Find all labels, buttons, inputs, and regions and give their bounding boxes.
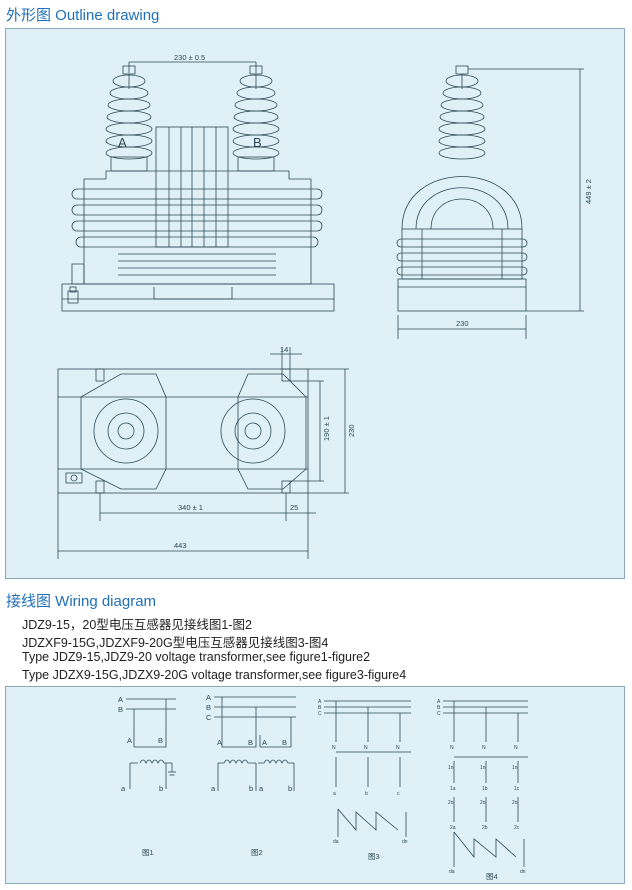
fig3-delta-da: da bbox=[333, 839, 339, 845]
wiring-desc-line-1: JDZ9-15，20型电压互感器见接线图1-图2 bbox=[22, 618, 252, 632]
fig3-n-1: N bbox=[332, 745, 336, 751]
outline-drawing-panel: 230 ± 0.5 A B 449 ± 2 230 14 190 ± 1 230… bbox=[5, 28, 625, 579]
wiring-desc-line-2: JDZXF9-15G,JDZXF9-20G型电压互感器见接线图3-图4 bbox=[22, 636, 329, 650]
fig4-lv1-top-3: 1n bbox=[512, 765, 518, 771]
fig2-hv-label-4: B bbox=[282, 738, 287, 747]
dim-side-width: 230 bbox=[456, 319, 469, 328]
fig4-lv2-bottom-2: 2b bbox=[482, 825, 488, 831]
fig4-lv1-bottom-1: 1a bbox=[450, 786, 456, 792]
fig3-caption: 图3 bbox=[368, 852, 380, 861]
fig1-caption: 图1 bbox=[142, 848, 154, 857]
wiring-diagram-panel: A B A B a b 图1 A B C A B A B a b a b 图2 … bbox=[5, 686, 625, 884]
fig1-lv-a: a bbox=[121, 784, 126, 793]
fig4-n-2: N bbox=[482, 745, 486, 751]
top-view bbox=[57, 347, 349, 559]
terminal-b-label: B bbox=[253, 135, 262, 150]
fig4-lv2-top-2: 2n bbox=[480, 800, 486, 806]
fig4-n-1: N bbox=[450, 745, 454, 751]
fig2-lv-label-1: a bbox=[211, 784, 216, 793]
wiring-desc-line-3: Type JDZ9-15,JDZ9-20 voltage transformer… bbox=[22, 650, 371, 664]
dim-edge-offset: 25 bbox=[290, 503, 298, 512]
front-view bbox=[61, 61, 335, 312]
wiring-heading: 接线图 Wiring diagram bbox=[6, 593, 157, 610]
fig2-lv-label-3: a bbox=[259, 784, 264, 793]
fig3-lv-a: a bbox=[333, 791, 336, 797]
figure-2 bbox=[214, 696, 296, 791]
fig4-lv2-bottom-3: 2c bbox=[514, 825, 520, 831]
left-bushing bbox=[105, 65, 153, 172]
dim-slot-width: 14 bbox=[280, 345, 288, 354]
fig1-hv-a: A bbox=[127, 736, 132, 745]
fig3-n-2: N bbox=[364, 745, 368, 751]
outline-drawing: 230 ± 0.5 A B 449 ± 2 230 14 190 ± 1 230… bbox=[57, 53, 593, 559]
fig4-n-3: N bbox=[514, 745, 518, 751]
fig4-bus-b: B bbox=[437, 705, 441, 711]
fig4-lv1-bottom-2: 1b bbox=[482, 786, 488, 792]
fig3-delta-dn: dn bbox=[402, 839, 408, 845]
fig4-bus-a: A bbox=[437, 699, 441, 705]
fig2-bus-a: A bbox=[206, 693, 211, 702]
fig4-delta-da: da bbox=[449, 869, 455, 875]
dim-mount-span: 190 ± 1 bbox=[322, 416, 331, 441]
fig4-delta-dn: dn bbox=[520, 869, 526, 875]
dim-overall-length: 443 bbox=[174, 541, 187, 550]
fig4-lv1-top-1: 1n bbox=[448, 765, 454, 771]
fig4-lv1-bottom-3: 1c bbox=[514, 786, 520, 792]
fig1-bus-b: B bbox=[118, 705, 123, 714]
figure-4 bbox=[443, 700, 528, 867]
fig4-lv1-top-2: 1n bbox=[480, 765, 486, 771]
fig4-caption: 图4 bbox=[486, 872, 498, 881]
fig3-lv-b: b bbox=[365, 791, 368, 797]
fig4-lv2-bottom-1: 2a bbox=[450, 825, 456, 831]
side-view bbox=[396, 65, 584, 339]
fig2-bus-c: C bbox=[206, 713, 212, 722]
fig2-hv-label-2: B bbox=[248, 738, 253, 747]
fig3-lv-c: c bbox=[397, 791, 400, 797]
fig1-bus-a: A bbox=[118, 695, 123, 704]
figure-3 bbox=[324, 700, 411, 837]
fig4-lv2-top-3: 2n bbox=[512, 800, 518, 806]
fig1-lv-b: b bbox=[159, 784, 163, 793]
fig2-lv-label-4: b bbox=[288, 784, 292, 793]
dim-height: 449 ± 2 bbox=[584, 179, 593, 204]
fig4-lv2-top-1: 2n bbox=[448, 800, 454, 806]
outline-heading: 外形图 Outline drawing bbox=[6, 7, 160, 24]
fig2-hv-label-1: A bbox=[217, 738, 222, 747]
dim-base-depth: 230 bbox=[347, 424, 356, 437]
fig2-hv-label-3: A bbox=[262, 738, 267, 747]
dim-mount-length: 340 ± 1 bbox=[178, 503, 203, 512]
fig3-bus-c: C bbox=[318, 711, 322, 717]
fig3-bus-b: B bbox=[318, 705, 322, 711]
wiring-desc-line-4: Type JDZX9-15G,JDZX9-20G voltage transfo… bbox=[22, 668, 407, 682]
fig2-caption: 图2 bbox=[251, 848, 263, 857]
fig3-n-3: N bbox=[396, 745, 400, 751]
terminal-a-label: A bbox=[118, 135, 127, 150]
right-bushing bbox=[232, 65, 280, 172]
fig4-bus-c: C bbox=[437, 711, 441, 717]
fig2-bus-b: B bbox=[206, 703, 211, 712]
fig3-bus-a: A bbox=[318, 699, 322, 705]
figure-1 bbox=[126, 698, 176, 789]
dim-top-spacing: 230 ± 0.5 bbox=[174, 53, 205, 62]
fig2-lv-label-2: b bbox=[249, 784, 253, 793]
fig1-hv-b: B bbox=[158, 736, 163, 745]
wiring-diagrams: A B A B a b 图1 A B C A B A B a b a b 图2 … bbox=[118, 693, 528, 881]
